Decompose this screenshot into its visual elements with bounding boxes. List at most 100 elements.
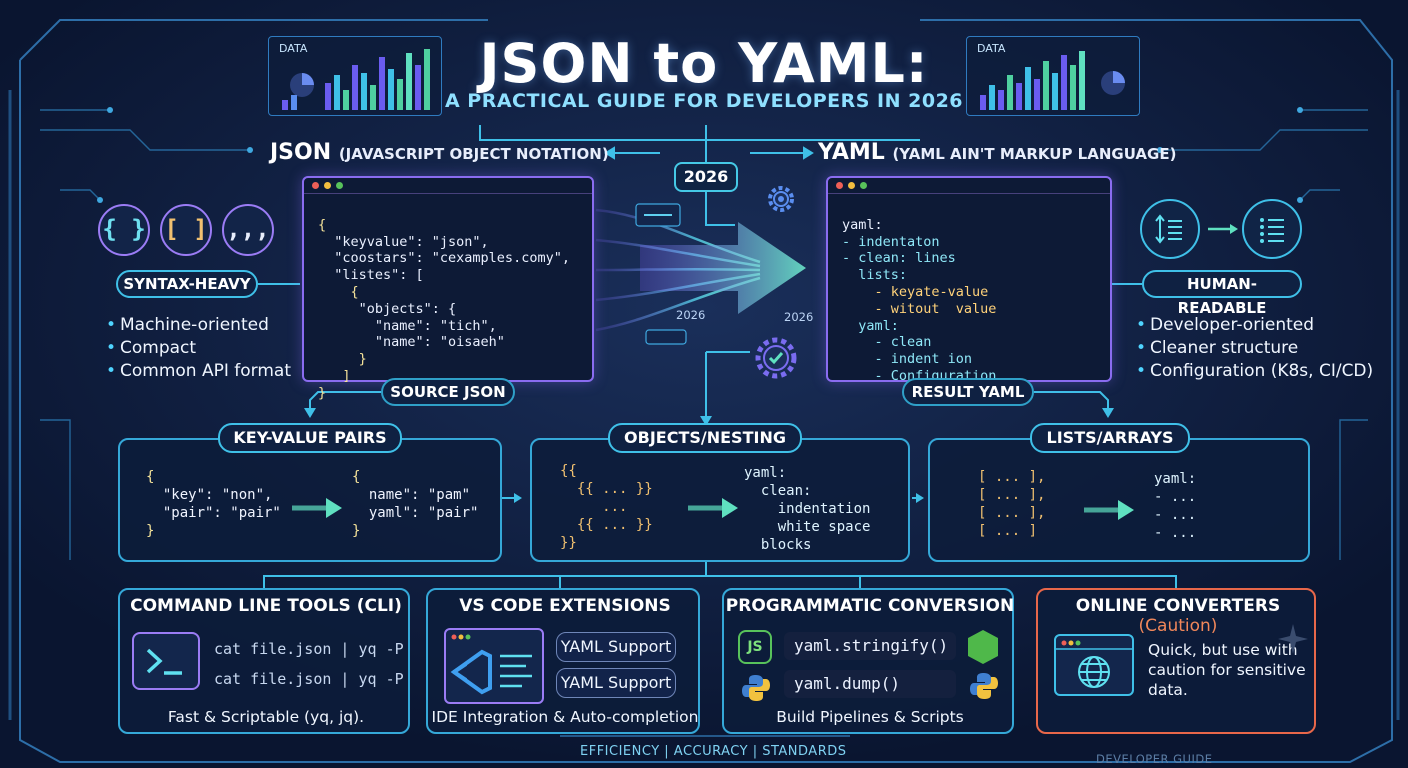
mini-year-label: 2026 <box>676 308 706 322</box>
close-dot-icon <box>836 182 843 189</box>
code-line: - clean <box>842 334 932 351</box>
code-line: indentation <box>744 501 871 517</box>
yaml-header: YAML (YAML AIN'T MARKUP LANGUAGE) <box>818 140 1176 165</box>
maximize-dot-icon <box>860 182 867 189</box>
json-header: JSON (JAVASCRIPT OBJECT NOTATION) <box>270 140 609 165</box>
code-line: blocks <box>744 537 812 553</box>
code-line: "pair": "pair" <box>146 505 281 521</box>
yaml-header-expansion: (YAML AIN'T MARKUP LANGUAGE) <box>892 145 1177 163</box>
kv-json-code: { "key": "non", "pair": "pair" } <box>146 468 281 540</box>
code-line: "coostars": "cexamples.comy", <box>318 250 570 267</box>
code-line: } <box>318 351 367 368</box>
list-item: Cleaner structure <box>1136 337 1386 360</box>
code-line: "listes": [ <box>318 267 424 284</box>
vscode-title: VS CODE EXTENSIONS <box>459 596 671 616</box>
code-line: - ... <box>1154 507 1197 523</box>
indent-icon <box>1140 199 1200 259</box>
nesting-yaml-code: yaml: clean: indentation white space blo… <box>744 464 870 554</box>
code-line: - witout value <box>842 300 997 317</box>
result-yaml-label: RESULT YAML <box>902 378 1034 406</box>
yaml-header-name: YAML <box>818 140 885 165</box>
vscode-caption: IDE Integration & Auto-completion <box>431 708 699 726</box>
yaml-support-extension[interactable]: YAML Support <box>556 668 676 698</box>
code-line: clean: <box>744 483 812 499</box>
arrow-right-icon <box>292 498 342 518</box>
code-line: }} <box>560 535 577 551</box>
yaml-dump-call: yaml.dump() <box>784 670 956 698</box>
cli-title: COMMAND LINE TOOLS (CLI) <box>130 596 402 616</box>
code-line: name": "pam" <box>352 487 471 503</box>
code-line: } <box>318 384 327 401</box>
result-yaml-code: yaml: - indentaton - clean: lines lists:… <box>828 194 1110 391</box>
year-badge: 2026 <box>674 162 738 192</box>
bar-chart-icon <box>980 51 1125 110</box>
code-line: {{ ... }} <box>560 481 653 497</box>
code-line: ] <box>318 367 351 384</box>
code-line: - indent ion <box>842 351 973 368</box>
browser-window-icon <box>1054 634 1134 696</box>
footer-tagline: EFFICIENCY | ACCURACY | STANDARDS <box>580 744 847 759</box>
data-widget-left: DATA <box>268 36 442 116</box>
code-line: "objects": { <box>318 300 457 317</box>
list-item: Configuration (K8s, CI/CD) <box>1136 360 1386 383</box>
lists-tag: LISTS/ARRAYS <box>1030 423 1190 453</box>
sparkle-icon <box>1278 624 1308 654</box>
gear-icon <box>768 186 794 212</box>
lists-json-code: [ ... ], [ ... ], [ ... ], [ ... ] <box>978 468 1045 540</box>
data-widget-label: DATA <box>279 42 308 55</box>
cli-command: cat file.json | yq -P <box>214 640 404 658</box>
code-line: yaml": "pair" <box>352 505 479 521</box>
yaml-traits-list: Developer-oriented Cleaner structure Con… <box>1136 314 1386 383</box>
code-line: lists: <box>842 267 908 284</box>
programmatic-panel: PROGRAMMATIC CONVERSION JS yaml.stringif… <box>722 588 1014 734</box>
minimize-dot-icon <box>324 182 331 189</box>
nesting-tag: OBJECTS/NESTING <box>608 423 802 453</box>
code-line: yaml: <box>1154 471 1197 487</box>
arrow-right-icon <box>688 498 738 518</box>
code-line: - keyate-value <box>842 283 989 300</box>
result-yaml-window: yaml: - indentaton - clean: lines lists:… <box>826 176 1112 384</box>
brackets-icon: [ ] <box>160 204 212 256</box>
cli-command: cat file.json | yq -P <box>214 670 404 688</box>
code-line: } <box>352 523 361 539</box>
list-icon <box>1242 199 1302 259</box>
list-item: Machine-oriented <box>106 314 296 337</box>
terminal-icon <box>132 632 200 690</box>
code-line: ... <box>560 499 628 515</box>
programmatic-caption: Build Pipelines & Scripts <box>776 708 964 726</box>
code-line: "name": "tich", <box>318 317 497 334</box>
code-line: {{ <box>560 463 577 479</box>
maximize-dot-icon <box>336 182 343 189</box>
code-line: [ ... ], <box>978 469 1046 485</box>
source-json-window: { "keyvalue": "json", "coostars": "cexam… <box>302 176 594 401</box>
code-line: "keyvalue": "json", <box>318 233 489 250</box>
minimize-dot-icon <box>848 182 855 189</box>
code-line: [ ... ], <box>978 487 1046 503</box>
code-line: yaml: <box>744 465 787 481</box>
data-widget-label: DATA <box>977 42 1006 55</box>
code-line: { <box>352 469 361 485</box>
key-value-tag: KEY-VALUE PAIRS <box>218 423 402 453</box>
page-title: JSON to YAML: <box>479 32 929 95</box>
syntax-heavy-pill: SYNTAX-HEAVY <box>116 270 258 298</box>
window-titlebar <box>828 178 1110 194</box>
close-dot-icon <box>312 182 319 189</box>
lists-yaml-code: yaml: - ... - ... - ... <box>1154 470 1196 542</box>
commas-icon: ,,, <box>222 204 274 256</box>
code-line: - clean: lines <box>842 250 956 267</box>
yaml-support-extension[interactable]: YAML Support <box>556 632 676 662</box>
list-item: Common API format <box>106 360 296 383</box>
code-line: - indentaton <box>842 233 940 250</box>
code-line: "key": "non", <box>146 487 273 503</box>
nesting-panel: {{ {{ ... }} ... {{ ... }} }} yaml: clea… <box>530 438 910 562</box>
list-item: Compact <box>106 337 296 360</box>
python-icon <box>970 673 998 699</box>
globe-icon <box>1078 656 1110 688</box>
code-line: white space <box>744 519 871 535</box>
js-icon: JS <box>738 630 772 664</box>
arrow-right-icon <box>1084 500 1134 520</box>
bar-chart-icon <box>282 49 430 110</box>
code-line: { <box>318 216 327 233</box>
nesting-json-code: {{ {{ ... }} ... {{ ... }} }} <box>560 462 653 552</box>
code-line: {{ ... }} <box>560 517 653 533</box>
